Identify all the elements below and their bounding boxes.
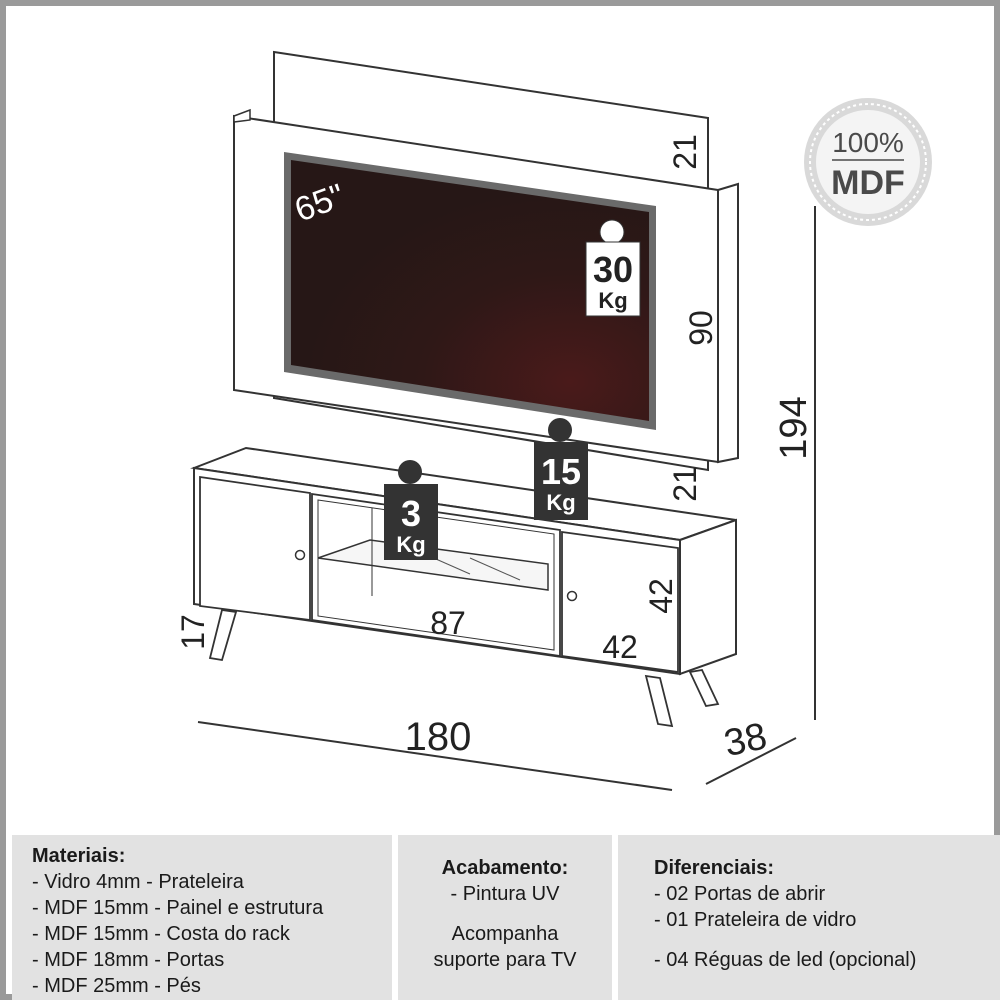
left-door[interactable]	[199, 475, 311, 622]
tv-screen	[291, 160, 649, 421]
foot-back-right	[688, 669, 720, 707]
dim-width: 180	[405, 715, 472, 759]
glass-shelf	[317, 539, 549, 591]
differentials-item: - 02 Portas de abrir	[654, 883, 826, 905]
foot-front-left	[208, 608, 238, 662]
dim-panel-top: 21	[667, 134, 703, 170]
finish-note-line2: suporte para TV	[433, 949, 577, 971]
rack-side	[679, 518, 737, 676]
mdf-badge: 100% MDF	[804, 98, 932, 226]
dim-total-height: 194	[773, 396, 815, 459]
finish-note-line1: Acompanha	[451, 923, 559, 945]
left-door-knob	[294, 549, 306, 561]
weight-unit-15: Kg	[546, 490, 575, 515]
right-door-knob	[566, 590, 578, 602]
right-door[interactable]	[561, 530, 679, 674]
glass-shelf-reflection-2	[469, 557, 521, 581]
weight-unit-3: Kg	[396, 532, 425, 557]
foot-front-right	[644, 674, 674, 728]
finish-item: - Pintura UV	[450, 883, 560, 905]
weight-value-3: 3	[401, 493, 421, 534]
materials-item: - MDF 15mm - Painel e estrutura	[32, 897, 324, 919]
dim-niche: 87	[430, 605, 466, 641]
dim-feet: 17	[175, 614, 211, 650]
weight-value-30: 30	[593, 249, 633, 290]
width-dimension-line	[197, 721, 673, 791]
materials-item: - MDF 15mm - Costa do rack	[32, 923, 290, 945]
finish-title: Acabamento:	[441, 857, 569, 879]
info-section: Materiais: - Vidro 4mm - Prateleira - MD…	[12, 835, 1000, 1000]
front-panel-top-edge	[233, 108, 251, 123]
differentials-item: - 04 Réguas de led (opcional)	[654, 949, 917, 971]
dim-depth: 38	[720, 715, 770, 765]
dim-panel-middle: 90	[683, 310, 719, 346]
dim-door-width: 42	[602, 629, 638, 665]
depth-dimension-line	[705, 737, 797, 785]
materials-title: Materiais:	[32, 845, 126, 867]
mdf-badge-top: 100%	[832, 127, 904, 158]
materials-item: - MDF 18mm - Portas	[32, 949, 225, 971]
furniture-diagram: 65" 30 Kg 15 Kg 3 Kg 21 90 21	[175, 50, 932, 791]
differentials-panel: Diferenciais: - 02 Portas de abrir - 01 …	[618, 835, 1000, 1000]
dim-door-height: 42	[643, 578, 679, 614]
weight-unit-30: Kg	[598, 288, 627, 313]
weight-badge-30kg: 30 Kg	[585, 219, 641, 317]
weight-badge-3kg: 3 Kg	[384, 460, 438, 560]
mdf-badge-bottom: MDF	[831, 164, 905, 202]
materials-item: - Vidro 4mm - Prateleira	[32, 871, 244, 893]
dim-panel-bottom: 21	[667, 466, 703, 502]
weight-badge-15kg: 15 Kg	[534, 418, 588, 520]
differentials-item: - 01 Prateleira de vidro	[654, 909, 857, 931]
finish-panel: Acabamento: - Pintura UV Acompanha supor…	[398, 835, 612, 1000]
weight-value-15: 15	[541, 451, 581, 492]
materials-item: - MDF 25mm - Pés	[32, 975, 201, 997]
materials-panel: Materiais: - Vidro 4mm - Prateleira - MD…	[12, 835, 392, 1000]
differentials-title: Diferenciais:	[654, 857, 775, 879]
front-panel-side-edge	[717, 182, 739, 464]
